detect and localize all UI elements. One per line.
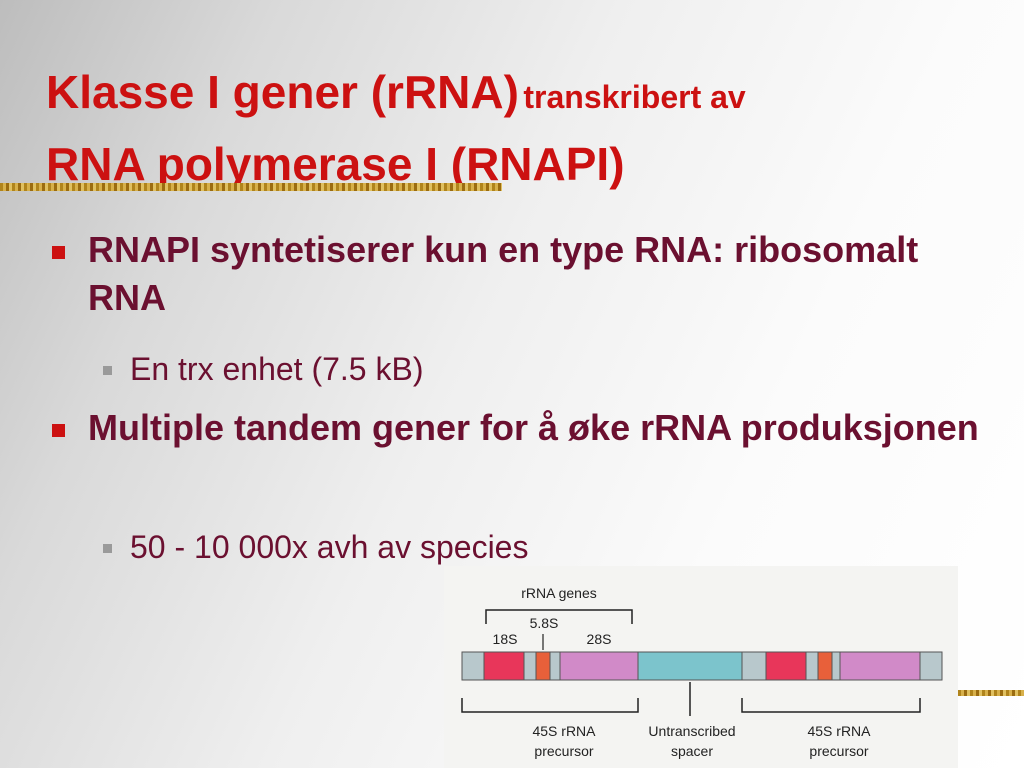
segment-58s-2 (817, 651, 833, 681)
segment-spacer (637, 651, 743, 681)
title-line2: RNA polymerase I (RNAPI) (46, 138, 625, 190)
segment-18s (483, 651, 525, 681)
label-28s: 28S (587, 631, 612, 647)
precursor-left-line2: precursor (534, 743, 593, 759)
segment-its2 (549, 651, 561, 681)
precursor-bracket-right (741, 698, 921, 713)
label-18s: 18S (493, 631, 518, 647)
segment-28s-2 (839, 651, 921, 681)
rrna-gene-diagram: rRNA genes 5.8S 18S 28S 45S rRNA precurs… (444, 566, 958, 768)
title-sub: transkribert av (523, 79, 746, 115)
bullet-square-icon (52, 246, 65, 259)
sub-bullet-2: 50 - 10 000x avh av species (130, 529, 529, 565)
corner-decoration (958, 690, 1024, 696)
segment-28s (559, 651, 639, 681)
sub-bullet-square-icon (103, 366, 112, 375)
precursor-bracket-left (461, 698, 639, 713)
bullet-1: RNAPI syntetiserer kun en type RNA: ribo… (88, 229, 919, 318)
segment-left-ets (461, 651, 485, 681)
slide-title: Klasse I gener (rRNA) transkribert av RN… (46, 62, 1006, 206)
segment-left-ets-2 (741, 651, 767, 681)
spacer-line1: Untranscribed (648, 723, 735, 739)
title-underline (0, 183, 502, 191)
segment-its2-2 (831, 651, 841, 681)
segment-58s (535, 651, 551, 681)
gene-bar (461, 651, 943, 681)
precursor-right-line1: 45S rRNA (807, 723, 871, 739)
label-58s: 5.8S (530, 615, 559, 631)
segment-18s-2 (765, 651, 807, 681)
segment-its1 (523, 651, 537, 681)
genes-bracket (485, 609, 633, 624)
sub-bullet-square-icon (103, 544, 112, 553)
precursor-right-line2: precursor (809, 743, 868, 759)
title-main: Klasse I gener (rRNA) (46, 66, 519, 118)
spacer-line2: spacer (671, 743, 713, 759)
bullet-square-icon (52, 424, 65, 437)
segment-end (919, 651, 943, 681)
bullet-2: Multiple tandem gener for å øke rRNA pro… (88, 407, 979, 448)
sub-bullet-1: En trx enhet (7.5 kB) (130, 351, 424, 387)
precursor-left-line1: 45S rRNA (532, 723, 596, 739)
segment-its1-2 (805, 651, 819, 681)
genes-label: rRNA genes (521, 585, 596, 601)
